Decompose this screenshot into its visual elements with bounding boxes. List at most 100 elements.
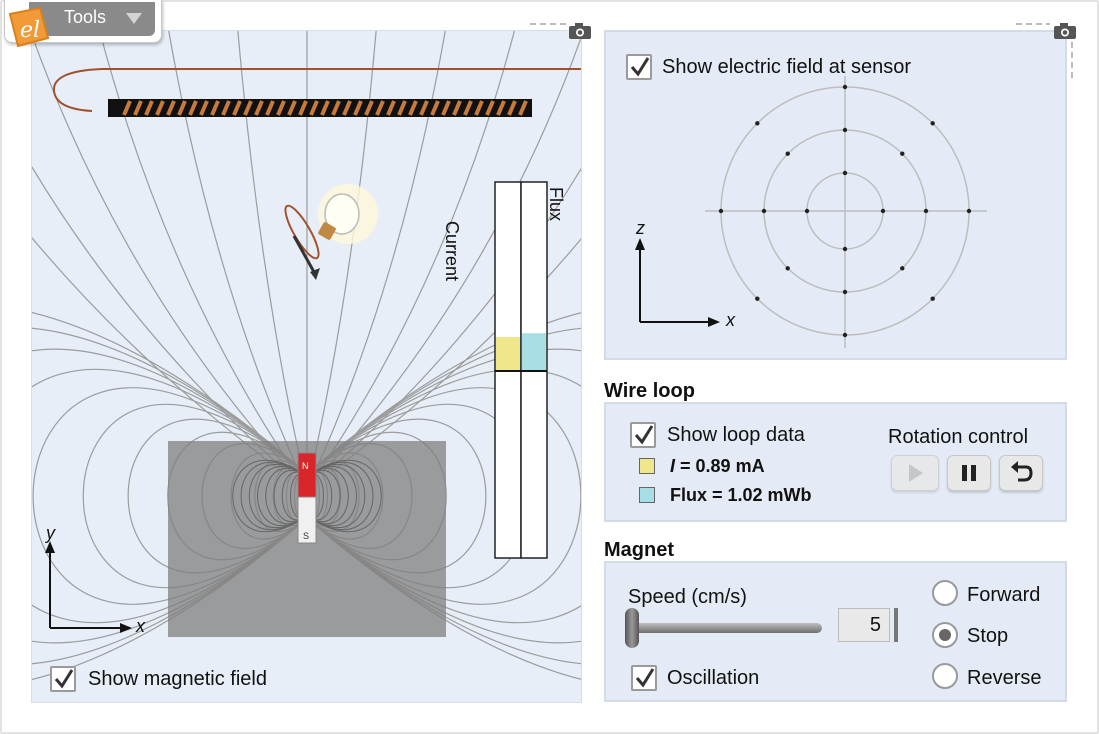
show-loop-data-checkbox[interactable] xyxy=(630,422,656,448)
field-line xyxy=(306,469,341,523)
field-line xyxy=(232,459,308,533)
coil-turn xyxy=(166,100,176,116)
coil-turn xyxy=(507,100,517,116)
field-line xyxy=(99,31,296,473)
coil-turn xyxy=(441,100,451,116)
coil-turn xyxy=(287,100,297,116)
coil-turn xyxy=(518,100,528,116)
oscillation-checkbox[interactable] xyxy=(631,665,657,691)
field-line xyxy=(32,33,292,473)
sensor-point xyxy=(900,266,905,271)
field-line xyxy=(330,238,581,473)
field-line xyxy=(281,471,308,521)
play-button[interactable] xyxy=(891,455,939,491)
speed-slider-track[interactable] xyxy=(630,623,822,633)
field-line xyxy=(32,236,284,473)
coil-turn xyxy=(265,100,275,116)
speed-slider-thumb[interactable] xyxy=(625,608,639,648)
sensor-point xyxy=(842,170,848,176)
flux-bar-label: Flux xyxy=(546,187,566,222)
field-line xyxy=(273,469,308,523)
field-line xyxy=(248,463,308,529)
coil-turn xyxy=(188,100,198,116)
show-electric-field-label: Show electric field at sensor xyxy=(662,56,912,78)
flux-readout: Flux = 1.02 mWb xyxy=(670,485,812,505)
screenshot-guides xyxy=(530,23,1073,80)
reverse-radio[interactable] xyxy=(932,663,958,689)
field-line-drawing xyxy=(32,31,581,680)
sensor-point xyxy=(718,208,724,214)
show-magnetic-field-checkbox[interactable] xyxy=(50,666,76,692)
checkmark-icon xyxy=(630,57,650,77)
sensor-point xyxy=(966,208,972,214)
field-line xyxy=(306,465,357,527)
sensor-point xyxy=(842,332,848,338)
camera-icon[interactable] xyxy=(568,22,592,40)
pause-icon xyxy=(962,465,976,481)
show-loop-data-label: Show loop data xyxy=(667,424,805,446)
pause-button[interactable] xyxy=(947,455,991,491)
coil-turn xyxy=(309,100,319,116)
sensor-point xyxy=(804,208,810,214)
checkmark-icon xyxy=(635,668,655,688)
sensor-point xyxy=(930,296,935,301)
field-line xyxy=(310,31,377,473)
coil-turn xyxy=(122,100,132,116)
reset-icon xyxy=(1011,461,1033,482)
sensor-point xyxy=(785,266,790,271)
field-line xyxy=(322,36,581,473)
field-line xyxy=(32,165,288,473)
field-line xyxy=(168,31,300,473)
field-line xyxy=(306,461,374,531)
sensor-point xyxy=(761,208,767,214)
radio-selected-dot xyxy=(939,629,951,641)
electric-field-panel: Show electric field at sensor z x xyxy=(604,30,1067,360)
field-line xyxy=(306,471,333,521)
field-line xyxy=(240,461,308,531)
sensor-point xyxy=(923,208,929,214)
current-value: = 0.89 mA xyxy=(675,456,765,476)
tools-menu-label[interactable]: Tools xyxy=(64,7,107,27)
wire-loop-header: Wire loop xyxy=(604,380,695,402)
current-bar xyxy=(496,336,520,371)
sensor-point xyxy=(842,127,848,133)
coil-turn xyxy=(221,100,231,116)
coil-turn xyxy=(353,100,363,116)
coil-turn xyxy=(375,100,385,116)
field-line xyxy=(318,31,515,473)
camera-icon[interactable] xyxy=(1053,22,1077,40)
coil-turn xyxy=(155,100,165,116)
xy-axes xyxy=(49,549,124,629)
stop-radio[interactable] xyxy=(932,622,958,648)
app-logo-icon: el xyxy=(8,6,50,48)
wire-lead xyxy=(52,68,581,112)
current-readout: I = 0.89 mA xyxy=(670,456,765,477)
coil-turn xyxy=(408,100,418,116)
chevron-down-icon[interactable] xyxy=(126,13,142,24)
show-magnetic-field-label: Show magnetic field xyxy=(88,668,267,690)
forward-label: Forward xyxy=(967,584,1041,606)
coil-turn xyxy=(199,100,209,116)
coil-turn xyxy=(320,100,330,116)
simulation-canvas[interactable]: N S y x Current Flux Show magnetic field xyxy=(31,30,582,703)
sensor-point xyxy=(755,121,760,126)
x-axis-label: x xyxy=(136,616,145,636)
reset-button[interactable] xyxy=(999,455,1043,491)
show-electric-field-checkbox[interactable] xyxy=(626,54,652,80)
field-line xyxy=(265,467,308,525)
reverse-label: Reverse xyxy=(967,667,1042,689)
bar-graph xyxy=(494,181,548,559)
speed-value-field[interactable]: 5 xyxy=(838,608,890,642)
light-bulb xyxy=(284,184,378,280)
forward-radio[interactable] xyxy=(932,580,958,606)
y-axis-label: y xyxy=(46,523,55,543)
field-line xyxy=(306,368,581,624)
coil-turn xyxy=(463,100,473,116)
sensor-point xyxy=(842,289,848,295)
field-line xyxy=(306,459,382,533)
sensor-point xyxy=(900,151,905,156)
current-bar-label: Current xyxy=(442,221,462,282)
field-line xyxy=(237,31,304,473)
current-symbol: I xyxy=(670,456,676,476)
